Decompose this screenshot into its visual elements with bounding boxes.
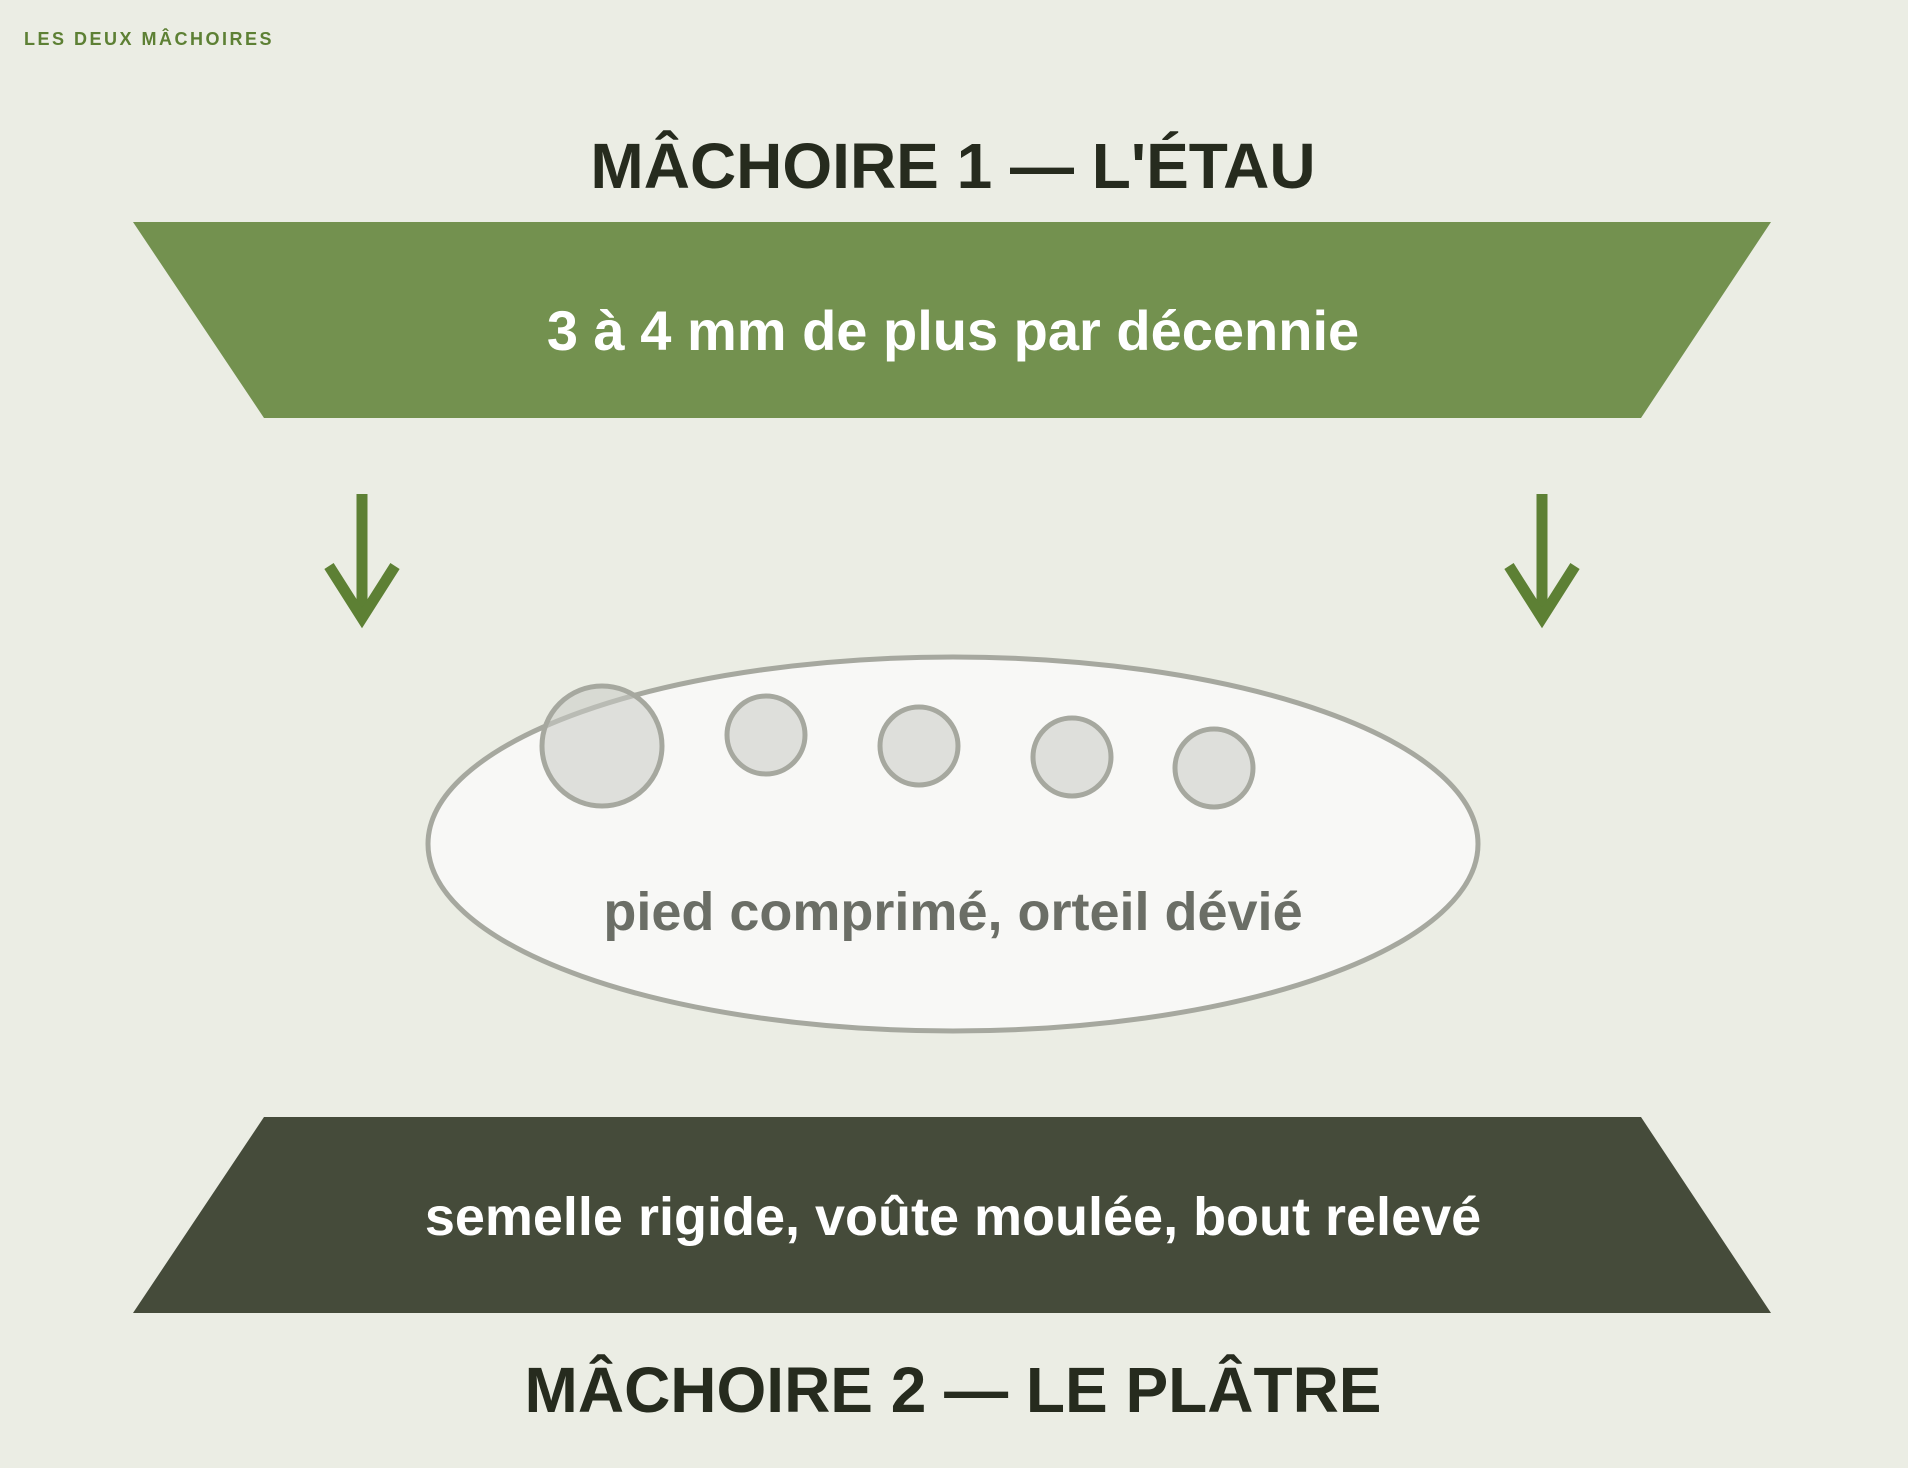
toes-group bbox=[539, 683, 1256, 810]
arrow-down-left-icon bbox=[324, 494, 400, 629]
arrow-down-right-icon bbox=[1504, 494, 1580, 629]
jaw-bottom-band-text: semelle rigide, voûte moulée, bout relev… bbox=[425, 1187, 1481, 1247]
toe-4 bbox=[1030, 715, 1114, 799]
jaw-top-band-text: 3 à 4 mm de plus par décennie bbox=[547, 299, 1359, 362]
toe-2 bbox=[724, 693, 808, 777]
jaw-bottom-band bbox=[133, 1117, 1771, 1313]
jaw-bottom-title: MÂCHOIRE 2 — LE PLÂTRE bbox=[525, 1353, 1382, 1426]
jaw-top-band bbox=[133, 222, 1771, 418]
toe-big bbox=[539, 683, 665, 809]
header-kicker: LES DEUX MÂCHOIRES bbox=[24, 28, 274, 49]
jaw-top-title: MÂCHOIRE 1 — L'ÉTAU bbox=[590, 129, 1315, 202]
toe-3 bbox=[877, 704, 961, 788]
foot-caption: pied comprimé, orteil dévié bbox=[603, 882, 1302, 942]
toe-5 bbox=[1172, 726, 1256, 810]
